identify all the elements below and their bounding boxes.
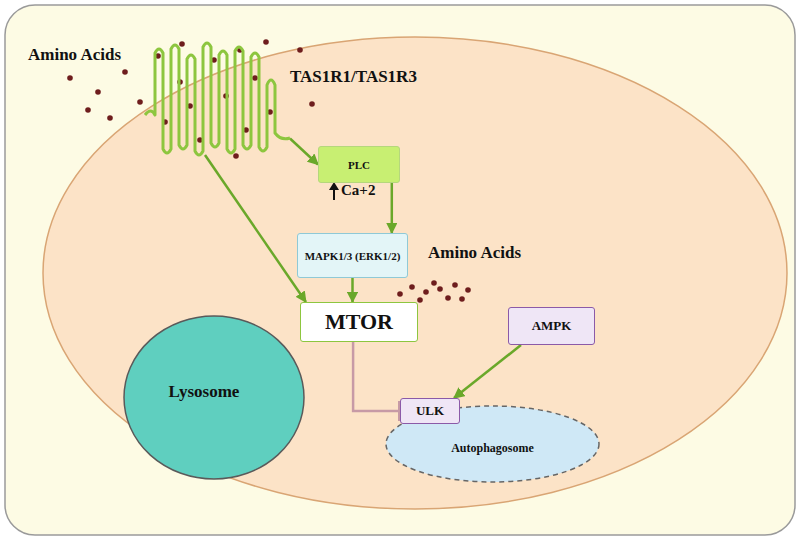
node-label: Lysosome [169,382,240,402]
kinase-box: AMPK [508,307,595,345]
amino-acid-dot [459,296,465,302]
outline-ellipse [386,406,599,482]
process-box: PLC [318,146,400,183]
activation-arrow [205,155,306,302]
amino-acid-dot [431,280,437,286]
molecule-label: Amino Acids [428,243,521,263]
receptor-wave [145,45,395,155]
molecule-label: Amino Acids [28,45,121,65]
amino-acid-dot [85,107,91,113]
calcium-rise-arrowhead [329,182,339,190]
kinase-box: ULK [400,398,460,424]
outline-ellipse [124,316,304,479]
amino-acid-dot [95,89,101,95]
amino-acid-dot [445,295,451,301]
amino-acid-dot [465,287,471,293]
amino-acid-dot [107,115,113,121]
amino-acid-dot [137,99,143,105]
amino-acid-dots [67,39,471,303]
amino-acid-dot [297,47,303,53]
taste-receptor: TAS1R1/TAS1R3 [145,45,395,155]
node-label: MTOR [325,309,393,335]
activation-arrow [454,345,521,398]
outer-frame [5,5,795,535]
ion-label: Ca+2 [341,182,375,199]
amino-acid-dot [263,39,269,45]
activation-arrow [391,183,394,233]
node-label: PLC [348,159,370,171]
amino-acid-dot [309,101,315,107]
activation-arrow [351,278,354,302]
inhibition-connector [353,342,400,411]
amino-acid-dot [67,75,73,81]
node-label: AMPK [532,318,572,334]
amino-acid-dot [397,291,403,297]
lysosome-organelle: Lysosome [123,315,305,480]
node-label: TAS1R1/TAS1R3 [290,67,417,87]
calcium-rise-arrow [333,189,335,200]
amino-acid-dot [122,69,128,75]
amino-acid-dot [233,153,239,159]
node-label: ULK [416,403,444,419]
amino-acid-dot [417,297,423,303]
amino-acid-dot [423,289,429,295]
kinase-box: MTOR [300,302,418,342]
process-box: MAPK1/3 (ERK1/2) [297,233,408,278]
amino-acid-dot [437,286,443,292]
activation-arrow [290,139,318,165]
amino-acid-dot [409,284,415,290]
node-label: Autophagosome [451,441,534,456]
receptor-transmembrane-loops [145,43,290,155]
amino-acid-dot [252,75,258,81]
cell-membrane [43,37,787,509]
node-label: MAPK1/3 (ERK1/2) [305,250,401,262]
amino-acid-dot [452,282,458,288]
amino-acid-dot [179,41,185,47]
